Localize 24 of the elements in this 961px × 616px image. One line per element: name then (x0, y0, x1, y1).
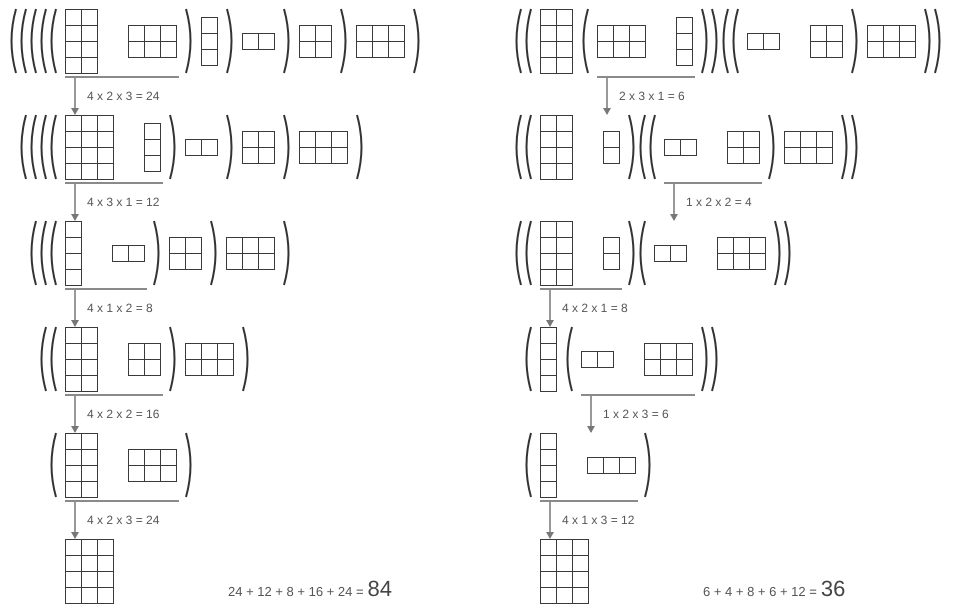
edge-label: 4 x 1 x 3 = 12 (562, 514, 634, 526)
edge-label: 4 x 2 x 3 = 24 (87, 514, 160, 526)
arrow (71, 290, 79, 327)
arrow (71, 396, 79, 433)
edge-label: 4 x 1 x 2 = 8 (87, 302, 153, 314)
arrow (546, 290, 554, 327)
edge-label: 1 x 2 x 2 = 4 (686, 196, 752, 208)
arrow (670, 184, 678, 221)
sum-total: 84 (368, 575, 392, 603)
arrow (71, 78, 79, 115)
edge-label: 4 x 2 x 3 = 24 (87, 90, 160, 102)
edge-label: 2 x 3 x 1 = 6 (619, 90, 685, 102)
edge-label: 1 x 2 x 3 = 6 (603, 408, 669, 420)
edge-label: 4 x 3 x 1 = 12 (87, 196, 160, 208)
sum-total: 36 (820, 575, 846, 603)
arrow (603, 78, 611, 115)
edge-label: 4 x 2 x 1 = 8 (562, 302, 628, 314)
sum-expression: 6 + 4 + 8 + 6 + 12 = (703, 583, 817, 601)
arrow (71, 502, 79, 539)
arrow (71, 184, 79, 221)
arrow (587, 396, 595, 433)
arrow (546, 502, 554, 539)
sum-expression: 24 + 12 + 8 + 16 + 24 = (228, 583, 364, 601)
edge-label: 4 x 2 x 2 = 16 (87, 408, 160, 420)
